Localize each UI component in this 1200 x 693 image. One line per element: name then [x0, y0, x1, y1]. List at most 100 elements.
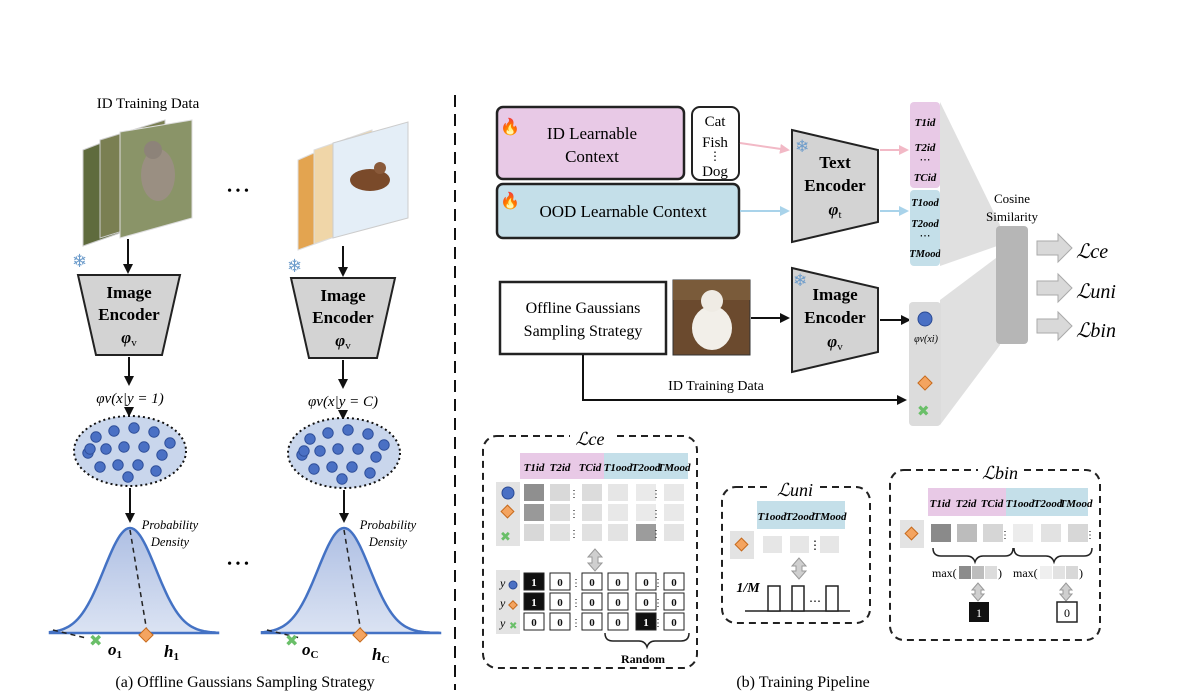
encoder-sub: v: [345, 340, 351, 352]
label-cell: [581, 572, 603, 591]
feature-dot: [298, 445, 310, 457]
panel-b: 🔥 ID Learnable Context Cat Fish ⋮ Dog 🔥 …: [482, 102, 1116, 691]
similarity-cell: [524, 504, 544, 521]
frozen-snowflake-icon: ❄: [795, 137, 809, 156]
token-label: T1ood: [758, 511, 787, 523]
fire-icon: 🔥: [500, 117, 520, 136]
oc-label: o: [302, 640, 311, 659]
id-diamond-icon: [734, 537, 749, 552]
svg-text:⋮: ⋮: [569, 509, 579, 520]
id-diamond-icon: [904, 526, 919, 541]
text-encoder: ❄ Text Encoder φt: [791, 128, 879, 244]
frozen-snowflake-icon: ❄: [72, 251, 87, 271]
svg-text:⋮: ⋮: [651, 489, 661, 500]
svg-text:φv: φv: [335, 331, 351, 352]
ood-learnable-context-box: 🔥 OOD Learnable Context: [495, 182, 741, 240]
gaussian-curve-c: Probability Density ✖ oC hC: [260, 518, 442, 666]
svg-text:⋮: ⋮: [569, 489, 579, 500]
feature-dot: [342, 424, 354, 436]
feature-dots-1: [82, 422, 176, 483]
class-name: Fish: [702, 135, 728, 151]
feature-dot-icon: [917, 311, 933, 327]
label-cell: [663, 592, 685, 611]
label-cell: [549, 572, 571, 591]
feature-dot: [332, 443, 344, 455]
svg-text:hC: hC: [372, 645, 389, 666]
label-value: 0: [671, 577, 677, 589]
feature-dot: [322, 427, 334, 439]
label-cell: [581, 612, 603, 631]
funnel-image: [940, 255, 1000, 425]
svg-text:⋯: ⋯: [920, 154, 931, 166]
svg-text:oC: oC: [302, 640, 319, 661]
svg-text:⋮: ⋮: [653, 578, 663, 589]
svg-text:⋮: ⋮: [571, 618, 581, 629]
similarity-cell: [636, 504, 656, 521]
h1-sub: 1: [173, 651, 179, 663]
token-label: T2ood: [1034, 498, 1063, 510]
ce-similarity-matrix: ⋮⋮⋮⋮⋮⋮: [524, 484, 684, 541]
feature-dot: [132, 459, 144, 471]
encoder-phi-symbol: φ: [121, 328, 131, 347]
image-stack-class-1: [82, 119, 193, 247]
feature-dot: [378, 439, 390, 451]
label-cell: [523, 592, 545, 611]
max-close: ): [998, 566, 1002, 580]
label-cell: [635, 592, 657, 611]
ellipsis-top: • • •: [227, 184, 249, 199]
svg-text:⋮: ⋮: [709, 149, 721, 163]
image-encoder-right: ❄ Image Encoder φv: [791, 266, 879, 374]
image-feature-label: φv(xi): [914, 334, 939, 345]
feature-dot: [314, 445, 326, 457]
svg-text:φv: φv: [121, 328, 137, 349]
feature-dot: [112, 459, 124, 471]
text-encoder-sub: t: [838, 209, 841, 221]
similarity-cell: [983, 524, 1003, 542]
probability-density-label-line1: Probability: [359, 518, 417, 532]
id-diamond-icon: [917, 375, 933, 391]
max-label: max(: [1013, 566, 1038, 580]
label-value: 0: [671, 617, 677, 629]
label-cell: [549, 612, 571, 631]
bin-similarity-row: ⋮⋮: [931, 524, 1095, 542]
encoder-sub: v: [131, 337, 137, 349]
svg-text:⋮: ⋮: [1085, 530, 1095, 541]
label-value: 0: [589, 617, 595, 629]
feature-dot: [108, 425, 120, 437]
similarity-cell: [1041, 524, 1061, 542]
probability-density-label-line2: Density: [150, 535, 190, 549]
token-label: T1ood: [604, 462, 633, 474]
similarity-cell: [582, 484, 602, 501]
token-label: TCid: [981, 498, 1004, 510]
ood-cross-icon: ✖: [500, 529, 511, 544]
o1-label: o: [108, 640, 117, 659]
id-diamond-icon: [138, 627, 154, 643]
svg-text:⋮: ⋮: [653, 598, 663, 609]
svg-text:⋯: ⋯: [920, 230, 931, 242]
id-training-data-title: ID Training Data: [97, 96, 200, 112]
svg-text:⋮: ⋮: [569, 529, 579, 540]
hc-label: h: [372, 645, 381, 664]
caption-b: (b) Training Pipeline: [736, 674, 869, 691]
bin-output-id: 1: [976, 606, 982, 620]
token-label: TMood: [814, 511, 848, 523]
similarity-cell: [1068, 524, 1088, 542]
label-cell: [549, 592, 571, 611]
img-encoder-sub: v: [837, 341, 843, 353]
label-value: 1: [531, 577, 537, 589]
cosine-line1: Cosine: [994, 191, 1030, 206]
ogs-line2: Sampling Strategy: [524, 323, 643, 340]
offline-gaussians-sampling-box: Offline Gaussians Sampling Strategy: [498, 280, 668, 356]
token-label: TMood: [658, 462, 692, 474]
feature-dot-icon: [508, 580, 518, 590]
feature-dot: [90, 431, 102, 443]
feature-dot: [308, 463, 320, 475]
similarity-cell: [524, 484, 544, 501]
feature-dot: [352, 443, 364, 455]
token-label: T2ood: [786, 511, 815, 523]
label-value: 0: [643, 597, 649, 609]
feature-dot: [164, 437, 176, 449]
t-id-c: TCid: [914, 172, 937, 184]
